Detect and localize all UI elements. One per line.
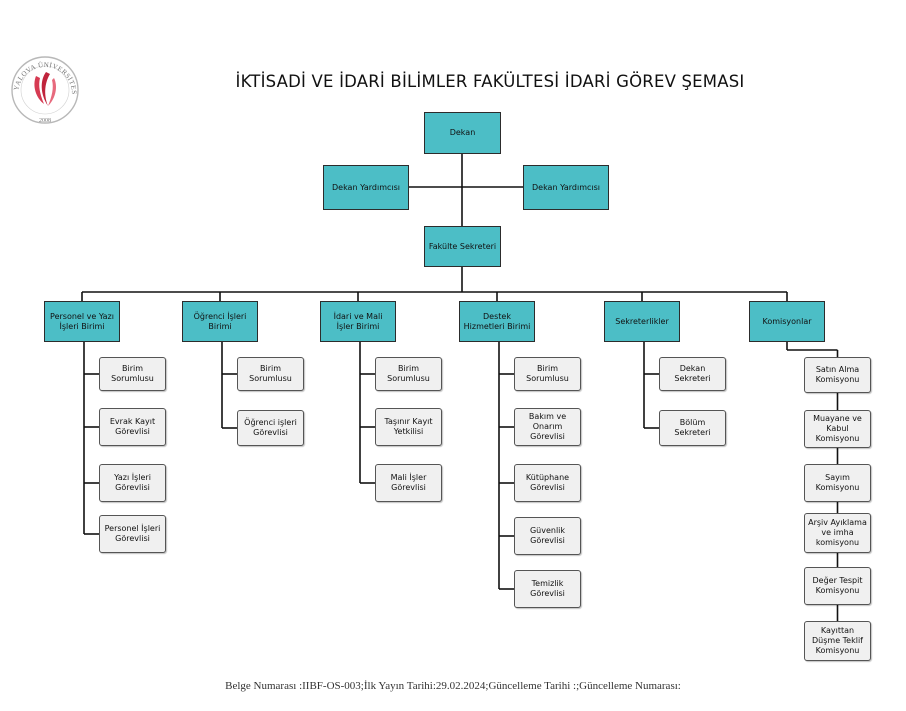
department-box: Sekreterlikler xyxy=(604,301,680,342)
dekan-yardimcisi-left-box: Dekan Yardımcısı xyxy=(323,165,409,210)
dekan-box: Dekan xyxy=(424,112,501,154)
task-box: Değer Tespit Komisyonu xyxy=(804,567,871,605)
task-box: Dekan Sekreteri xyxy=(659,357,726,391)
task-box: Sayım Komisyonu xyxy=(804,464,871,502)
task-box: Evrak Kayıt Görevlisi xyxy=(99,408,166,446)
page-title: İKTİSADİ VE İDARİ BİLİMLER FAKÜLTESİ İDA… xyxy=(235,72,745,91)
department-box: Komisyonlar xyxy=(749,301,825,342)
department-box: Personel ve Yazı İşleri Birimi xyxy=(44,301,120,342)
document-footer: Belge Numarası :IIBF-OS-003;İlk Yayın Ta… xyxy=(225,680,681,692)
task-box: Satın Alma Komisyonu xyxy=(804,357,871,393)
task-box: Personel İşleri Görevlisi xyxy=(99,515,166,553)
task-box: Yazı İşleri Görevlisi xyxy=(99,464,166,502)
task-box: Birim Sorumlusu xyxy=(237,357,304,391)
department-box: İdari ve Mali İşler Birimi xyxy=(320,301,396,342)
department-box: Destek Hizmetleri Birimi xyxy=(459,301,535,342)
task-box: Bölüm Sekreteri xyxy=(659,410,726,446)
fakulte-sekreteri-box: Fakülte Sekreteri xyxy=(424,226,501,267)
task-box: Muayane ve Kabul Komisyonu xyxy=(804,410,871,448)
task-box: Birim Sorumlusu xyxy=(514,357,581,391)
task-box: Güvenlik Görevlisi xyxy=(514,517,581,555)
task-box: Kayıttan Düşme Teklif Komisyonu xyxy=(804,621,871,661)
dekan-yardimcisi-right-box: Dekan Yardımcısı xyxy=(523,165,609,210)
task-box: Arşiv Ayıklama ve imha komisyonu xyxy=(804,513,871,553)
task-box: Mali İşler Görevlisi xyxy=(375,464,442,502)
task-box: Birim Sorumlusu xyxy=(99,357,166,391)
task-box: Birim Sorumlusu xyxy=(375,357,442,391)
task-box: Bakım ve Onarım Görevlisi xyxy=(514,408,581,446)
task-box: Öğrenci işleri Görevlisi xyxy=(237,410,304,446)
task-box: Kütüphane Görevlisi xyxy=(514,464,581,502)
task-box: Temizlik Görevlisi xyxy=(514,570,581,608)
task-box: Taşınır Kayıt Yetkilisi xyxy=(375,408,442,446)
university-logo: YALOVA ÜNİVERSİTESİ 2008 xyxy=(9,38,80,136)
department-box: Öğrenci İşleri Birimi xyxy=(182,301,258,342)
logo-year: 2008 xyxy=(39,118,51,124)
